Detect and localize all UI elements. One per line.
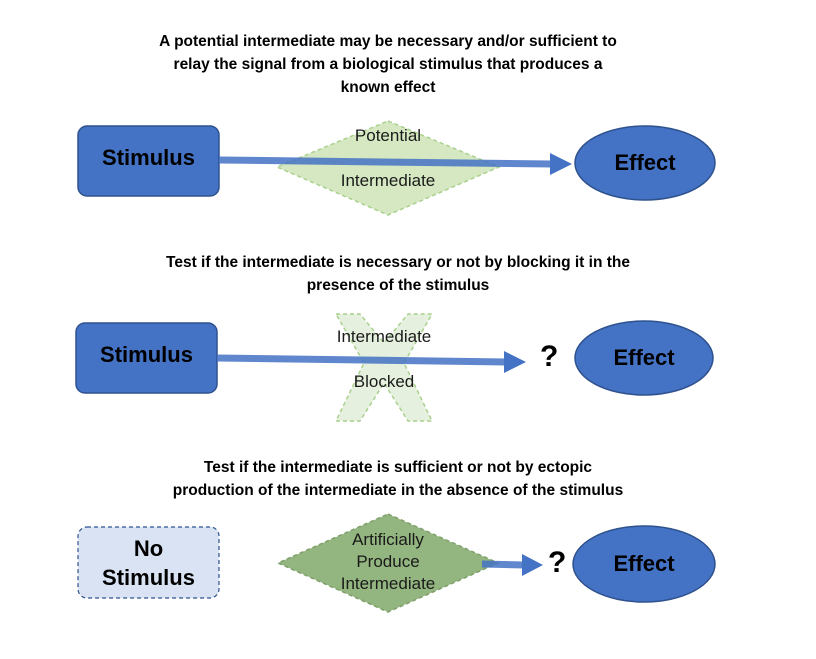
effect-label-1: Effect [614, 150, 676, 175]
intermediate-diamond-1 [275, 120, 501, 216]
panel2-caption-line-1: Test if the intermediate is necessary or… [166, 254, 630, 271]
no-stimulus-label: No Stimulus [78, 534, 219, 592]
panel2-caption: Test if the intermediate is necessary or… [98, 251, 698, 297]
no-stimulus-box [77, 526, 220, 599]
panel1-caption-line-2: relay the signal from a biological stimu… [173, 56, 603, 73]
panel1-caption-line-3: known effect [340, 79, 436, 96]
effect-label-2: Effect [613, 345, 675, 370]
arrow-head-1 [550, 153, 572, 175]
arrow-head-3 [522, 554, 543, 576]
panel2-caption-line-2: presence of the stimulus [306, 277, 490, 294]
question-mark-2: ? [540, 340, 559, 373]
panel3-caption-line-1: Test if the intermediate is sufficient o… [203, 459, 593, 476]
intermediate-label-bottom-2: Blocked [353, 372, 415, 391]
no-stimulus-label-line-2: Stimulus [102, 565, 195, 590]
effect-label-3: Effect [613, 551, 675, 576]
arrow-line-1 [218, 156, 553, 168]
intermediate-label-bottom-1: Intermediate [340, 171, 436, 190]
effect-ellipse-3 [572, 525, 716, 603]
artificial-label-line-2: Produce [356, 552, 420, 571]
panel1-caption: A potential intermediate may be necessar… [108, 30, 668, 99]
effect-ellipse-1 [574, 125, 716, 201]
artificial-intermediate-label: Artificially Produce Intermediate [318, 529, 458, 595]
question-mark-3: ? [548, 546, 567, 579]
artificial-intermediate-diamond [276, 513, 500, 613]
blocked-x-shape [334, 313, 434, 422]
arrow-line-2 [216, 354, 507, 366]
stimulus-label-1: Stimulus [102, 145, 195, 170]
stimulus-label-2: Stimulus [100, 342, 193, 367]
panel1-caption-line-1: A potential intermediate may be necessar… [159, 33, 617, 50]
effect-ellipse-2 [574, 320, 714, 396]
intermediate-label-top-1: Potential [354, 126, 422, 145]
artificial-label-line-3: Intermediate [340, 574, 436, 593]
artificial-label-line-1: Artificially [352, 530, 424, 549]
no-stimulus-label-line-1: No [133, 536, 164, 561]
arrow-line-3 [481, 560, 525, 569]
arrow-head-2 [504, 351, 526, 373]
intermediate-label-top-2: Intermediate [336, 327, 432, 346]
panel3-caption: Test if the intermediate is sufficient o… [98, 456, 698, 502]
panel3-caption-line-2: production of the intermediate in the ab… [172, 482, 624, 499]
